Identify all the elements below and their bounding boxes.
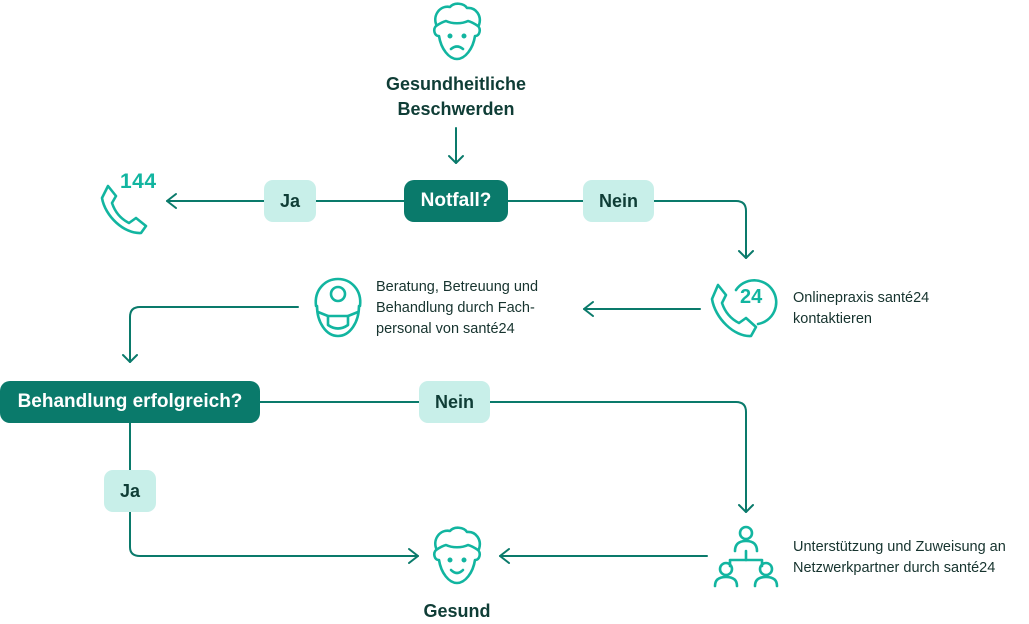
happy-face-icon: [433, 526, 482, 585]
sad-face-icon: [433, 2, 482, 61]
emergency-number: 144: [120, 170, 157, 193]
referral-line1: Unterstützung und Zuweisung an: [793, 539, 1006, 555]
start-title: Gesundheitliche Beschwerden: [366, 72, 546, 122]
treatment-no-badge: Nein: [419, 381, 490, 423]
end-title: Gesund: [423, 601, 491, 621]
connector-treatment-yes: [129, 421, 419, 557]
online-practice-text: Onlinepraxis santé24 kontaktieren: [793, 288, 929, 330]
arrowhead: [499, 548, 510, 564]
network-partners-icon: [713, 525, 779, 588]
emergency-no-badge: Nein: [583, 180, 654, 222]
connector-treatment-no: [259, 401, 747, 513]
arrowhead: [166, 193, 177, 209]
arrowhead: [122, 354, 138, 363]
connector-emergency-no: [507, 200, 747, 259]
start-title-line1: Gesundheitliche: [385, 74, 527, 94]
referral-line2: Netzwerkpartner durch santé24: [793, 560, 996, 576]
treatment-yes-badge: Ja: [104, 470, 156, 512]
online-practice-line1: Onlinepraxis santé24: [793, 290, 930, 306]
phone-icon: [100, 184, 148, 235]
start-title-line2: Beschwerden: [397, 99, 515, 119]
consultation-line2: Behandlung durch Fach-: [376, 300, 535, 316]
arrowhead: [738, 504, 754, 513]
phone-24-icon: [710, 279, 778, 338]
arrowhead: [448, 155, 464, 164]
consultation-text: Beratung, Betreuung und Behandlung durch…: [376, 277, 538, 340]
consultation-line1: Beratung, Betreuung und: [376, 279, 539, 295]
emergency-yes-badge: Ja: [264, 180, 316, 222]
online-practice-line2: kontaktieren: [793, 311, 872, 327]
emergency-decision: Notfall?: [404, 180, 508, 222]
treatment-decision: Behandlung erfolgreich?: [0, 381, 260, 423]
online-practice-number: 24: [740, 286, 763, 308]
connector-consultation-to-decision: [129, 306, 299, 363]
doctor-icon: [314, 277, 362, 338]
arrowhead: [738, 250, 754, 259]
referral-text: Unterstützung und Zuweisung an Netzwerkp…: [793, 537, 1006, 579]
arrowhead: [583, 301, 594, 317]
consultation-line3: personal von santé24: [376, 321, 515, 337]
arrowhead: [408, 548, 419, 564]
